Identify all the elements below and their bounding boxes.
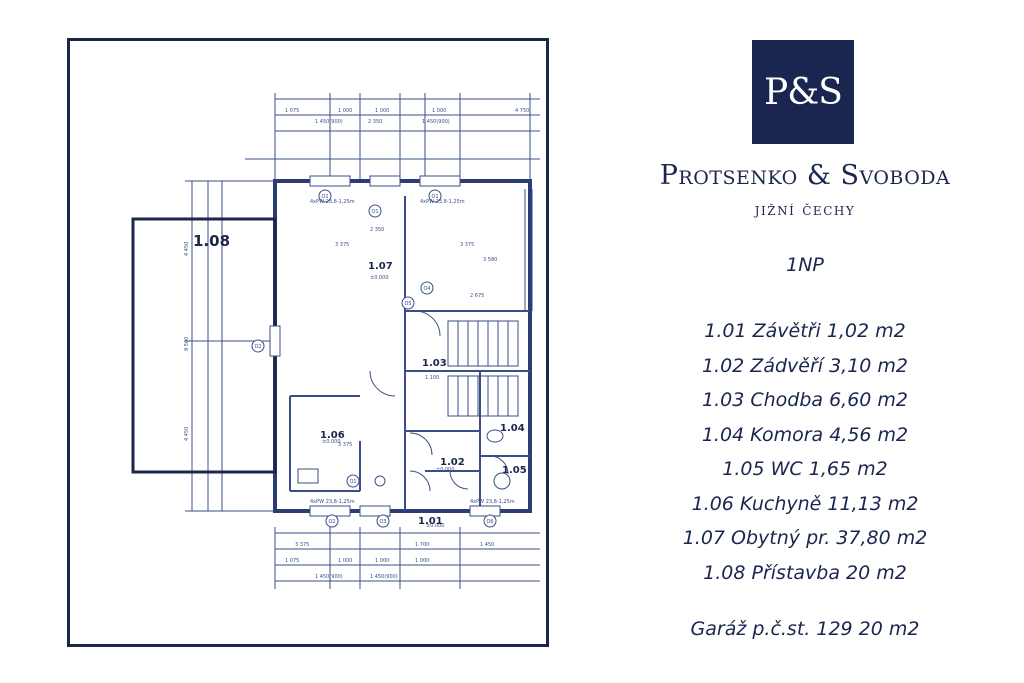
- garage-info: Garáž p.č.st. 129 20 m2: [690, 618, 920, 640]
- sill-text: 4xPW 23,8-1,25m: [310, 499, 355, 505]
- sill-text: 4xPW 23,8-1,25m: [420, 199, 465, 205]
- brand-name: Protsenko & Svoboda: [659, 160, 951, 191]
- room-label-1-07: 1.07: [368, 261, 393, 272]
- logo-text: P&S: [764, 71, 843, 113]
- window-tag: O3: [379, 519, 386, 525]
- dim-text: 2 350: [370, 227, 384, 233]
- room-item: 1.04 Komora 4,56 m2: [701, 423, 909, 446]
- room-item: 1.05 WC 1,65 m2: [722, 458, 888, 480]
- room-label-1-02: 1.02: [440, 457, 465, 468]
- room-list: 1.01 Závětři 1,02 m2 1.02 Zádvěří 3,10 m…: [600, 316, 1010, 592]
- dim-text: 4 750: [515, 108, 529, 114]
- dim-text: 3 375: [295, 542, 309, 548]
- dim-text: 4 450: [184, 242, 190, 256]
- dim-text: 1 700: [415, 542, 429, 548]
- room-label-1-04: 1.04: [500, 423, 525, 434]
- dim-text: 1 000: [375, 558, 389, 564]
- logo: P&S: [752, 40, 854, 144]
- room-item: 1.02 Zádvěří 3,10 m2: [701, 354, 909, 377]
- brand-subtitle: jižní čechy: [754, 200, 856, 220]
- room-item: 1.06 Kuchyně 11,13 m2: [691, 492, 919, 515]
- window-tag: O1: [349, 479, 356, 485]
- level-text: ±0.000: [370, 275, 389, 281]
- floor-label: 1NP: [786, 254, 824, 276]
- room-label-1-05: 1.05: [502, 465, 527, 476]
- dim-text: 1 075: [285, 558, 299, 564]
- window-tag: O2: [328, 519, 335, 525]
- dim-text: 1 450(900): [422, 119, 450, 125]
- dim-text: 3 580: [483, 257, 497, 263]
- dim-text: 1 000: [432, 108, 446, 114]
- window-tag: O1: [431, 194, 438, 200]
- room-label-1-06: 1.06: [320, 430, 345, 441]
- window-tag: O6: [486, 519, 493, 525]
- floor-plan-drawing: O1 O1 O1 O4 O5 O2 O2 O3 O6 O1 1 075 1 00…: [131, 93, 540, 589]
- dim-text: 1 000: [338, 558, 352, 564]
- dim-text: 1 450: [480, 542, 494, 548]
- dim-text: 2 675: [470, 293, 484, 299]
- room-label-1-08: 1.08: [193, 232, 230, 250]
- dim-text: 1 000: [415, 558, 429, 564]
- dim-text: 1 450(900): [315, 574, 343, 580]
- room-label-1-01: 1.01: [418, 516, 443, 527]
- floor-plan-frame: O1 O1 O1 O4 O5 O2 O2 O3 O6 O1 1 075 1 00…: [67, 38, 549, 647]
- dim-text: 1 000: [375, 108, 389, 114]
- dim-text: 1 450(900): [315, 119, 343, 125]
- room-label-1-03: 1.03: [422, 358, 447, 369]
- level-text: ±0.000: [426, 523, 445, 529]
- room-item: 1.03 Chodba 6,60 m2: [701, 389, 909, 411]
- dim-text: 1 075: [285, 108, 299, 114]
- window-tag: O1: [371, 209, 378, 215]
- dim-text: 3 375: [335, 242, 349, 248]
- window-tag: O2: [254, 344, 261, 350]
- dim-text: 1 000: [338, 108, 352, 114]
- room-item: 1.07 Obytný pr. 37,80 m2: [682, 527, 928, 549]
- dim-text: 1 450(900): [370, 574, 398, 580]
- dim-text: 1 100: [425, 375, 439, 381]
- dim-text: 9 500: [184, 337, 190, 351]
- dim-text: 3 375: [460, 242, 474, 248]
- sill-text: 4xPW 23,8-1,25m: [310, 199, 355, 205]
- room-item: 1.08 Přístavba 20 m2: [703, 561, 907, 584]
- dim-text: 4 450: [184, 427, 190, 441]
- window-tag: O4: [423, 286, 430, 292]
- sill-text: 4xPW 23,8-1,25m: [470, 499, 515, 505]
- level-text: ±0.000: [436, 467, 455, 473]
- dim-text: 3 375: [338, 442, 352, 448]
- dim-text: 2 350: [368, 119, 382, 125]
- room-item: 1.01 Závětři 1,02 m2: [704, 320, 906, 342]
- level-text: ±0.000: [322, 439, 341, 445]
- window-tag: O1: [321, 194, 328, 200]
- window-tag: O5: [404, 301, 411, 307]
